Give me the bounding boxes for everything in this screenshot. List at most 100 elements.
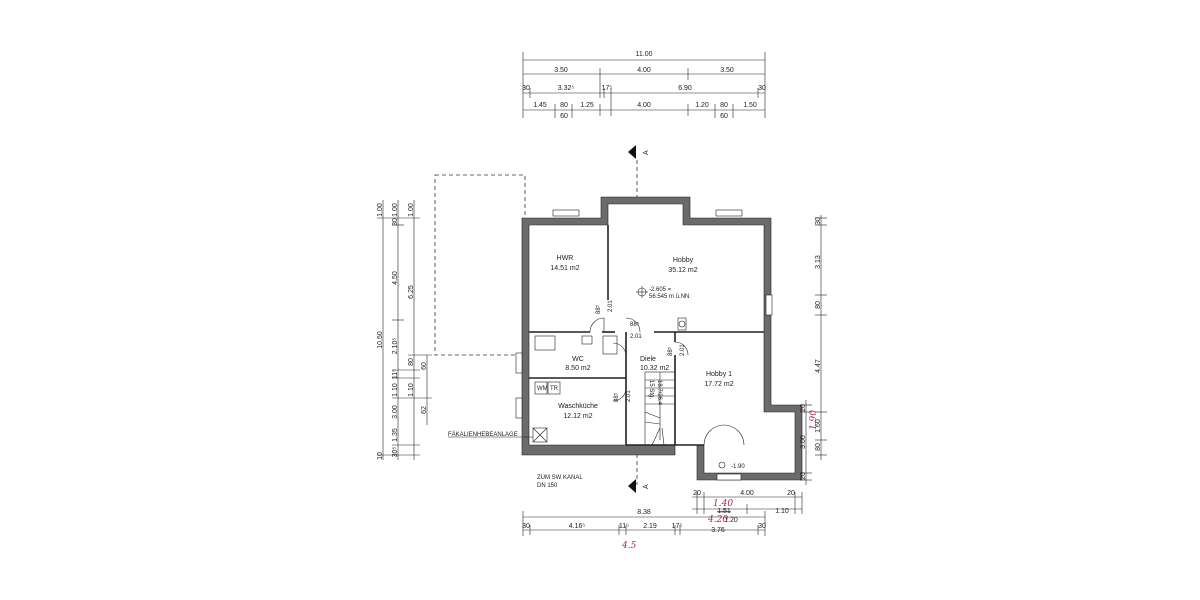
dim-bottom-detail: 17⁵ — [672, 523, 683, 530]
dim-bottom-detail: 30 — [522, 523, 530, 530]
window — [515, 352, 523, 374]
dim-right-detail: 3.13 — [815, 255, 822, 269]
dim-right-annex: 20 — [800, 472, 807, 480]
dim-bottom-total: 8.38 — [637, 509, 651, 516]
dim-top-opening: 80 — [560, 102, 568, 109]
wm-label: WM — [537, 386, 548, 392]
floor-drain — [718, 461, 726, 469]
dim-right-detail: 4.47 — [815, 359, 822, 373]
tr-label: TR — [550, 386, 559, 392]
dim-top-opening: 1.20 — [695, 102, 709, 109]
fixtures — [532, 286, 726, 469]
level-note: -2.605 = — [649, 287, 672, 293]
dim-left-detail: 3.00 — [392, 405, 399, 419]
dim-left-detail: 1.35 — [392, 428, 399, 442]
dim-left-detail: 11⁵ — [392, 369, 399, 379]
dim-left-opening: 80 — [408, 358, 415, 366]
toilet — [534, 335, 556, 351]
room-labels: HWR 14.51 m2 Hobby 35.12 m2 WC 8.50 m2 D… — [550, 255, 733, 420]
dim-left-detail: 1.10 — [392, 383, 399, 397]
room-name-wc: WC — [572, 356, 584, 363]
dim-bottom-detail: 3.76 — [711, 527, 725, 534]
room-area-waschkueche: 12.12 m2 — [563, 413, 592, 420]
door-height: 2.01 — [626, 390, 632, 402]
dim-top-opening: 4.00 — [637, 102, 651, 109]
dim-bottom-detail: 4.16⁵ — [569, 523, 586, 530]
dim-bottom-detail: 11⁵ — [619, 523, 629, 530]
sink — [581, 335, 593, 345]
dim-top-segment: 4.00 — [637, 67, 651, 74]
window — [716, 473, 742, 481]
section-label-top: A — [643, 150, 650, 155]
dim-annex: 4.00 — [740, 490, 754, 497]
stair-label: 18.7/26.4 — [656, 380, 662, 406]
level-note: 56.545 m ü.NN — [649, 294, 689, 300]
handwritten-note: 4.5 — [621, 541, 637, 551]
boiler — [677, 317, 687, 331]
dim-left-detail: 30 — [392, 218, 399, 226]
door-width: 88⁵ — [595, 304, 602, 314]
window — [515, 397, 523, 419]
dim-top-detail: 3.32⁵ — [558, 85, 575, 92]
right-dimension-chains: 30 3.13 80 4.47 1.60 80 20 3.00 20 1.90 — [800, 215, 827, 485]
kanal-label: ZUM SW KANAL — [537, 475, 583, 481]
dim-top-segment: 3.50 — [554, 67, 568, 74]
door-height: 2.01 — [608, 300, 614, 312]
dim-right-annex: 20 — [800, 404, 807, 412]
dim-right-detail: 30 — [815, 217, 822, 225]
bottom-dimension-chains: 20 4.00 20 1.51 1.10 1.20 8.38 30 4.16⁵ … — [522, 490, 803, 551]
door-height: 2.01 — [680, 344, 686, 356]
dim-right-detail: 80 — [815, 443, 822, 451]
dim-annex: 1.10 — [775, 508, 789, 515]
staircase — [644, 371, 676, 446]
window — [552, 209, 580, 217]
dim-left-detail: 1.00 — [392, 203, 399, 217]
washer — [534, 381, 548, 395]
kanal-label: DN 150 — [537, 483, 558, 489]
dim-right-annex: 3.00 — [800, 435, 807, 449]
dim-annex: 1.51 — [717, 508, 731, 515]
door-height: 2.01 — [630, 334, 642, 340]
dim-annex: 1.20 — [724, 517, 738, 524]
handwritten-note: 1.90 — [809, 410, 819, 430]
room-area-hwr: 14.51 m2 — [550, 265, 579, 272]
dim-left-detail: 2.10⁵ — [392, 338, 399, 355]
terrace-outline — [434, 174, 526, 356]
dim-annex: 20 — [787, 490, 795, 497]
shower — [602, 335, 618, 355]
room-name-hwr: HWR — [557, 255, 574, 262]
dim-left-opening-height: 62 — [421, 406, 428, 414]
dim-top-opening: 1.45 — [533, 102, 547, 109]
room-name-waschkueche: Waschküche — [558, 403, 598, 410]
dryer — [547, 381, 561, 395]
room-name-hobby1: Hobby 1 — [706, 371, 732, 378]
room-name-diele: Diele — [640, 356, 656, 363]
dim-left-opening: 1.10 — [408, 383, 415, 397]
dim-top-detail: 30 — [758, 85, 766, 92]
top-dimension-chains: 11.00 3.50 4.00 3.50 30 3.32⁵ 17⁵ 6.90 3… — [522, 51, 766, 120]
room-area-hobby: 35.12 m2 — [668, 267, 697, 274]
dim-annex: 20 — [693, 490, 701, 497]
dim-top-opening: 1.25 — [580, 102, 594, 109]
dim-right-detail: 1.60 — [815, 419, 822, 433]
annotations: -2.605 = 56.545 m ü.NN WM TR 2.01 2.01 2… — [448, 287, 745, 489]
exterior-walls — [521, 196, 803, 481]
handwritten-note: 1.40 — [713, 499, 733, 509]
window — [765, 294, 773, 316]
pump-unit — [532, 427, 548, 443]
windows — [515, 209, 773, 481]
dim-top-opening: 1.50 — [743, 102, 757, 109]
section-label-bottom: A — [643, 484, 650, 489]
dim-top-detail: 6.90 — [678, 85, 692, 92]
boiler — [678, 320, 686, 328]
dim-top-detail: 30 — [522, 85, 530, 92]
dim-left-opening-height: 60 — [421, 362, 428, 370]
dim-left-detail: 30⁵ — [392, 447, 399, 458]
dim-top-opening: 80 — [720, 102, 728, 109]
room-area-wc: 8.50 m2 — [565, 365, 590, 372]
stair-label: 15 Stg. — [648, 380, 654, 399]
window-level: -1.90 — [731, 464, 745, 470]
dim-left-opening: 1.00 — [408, 203, 415, 217]
room-name-hobby: Hobby — [673, 257, 694, 264]
